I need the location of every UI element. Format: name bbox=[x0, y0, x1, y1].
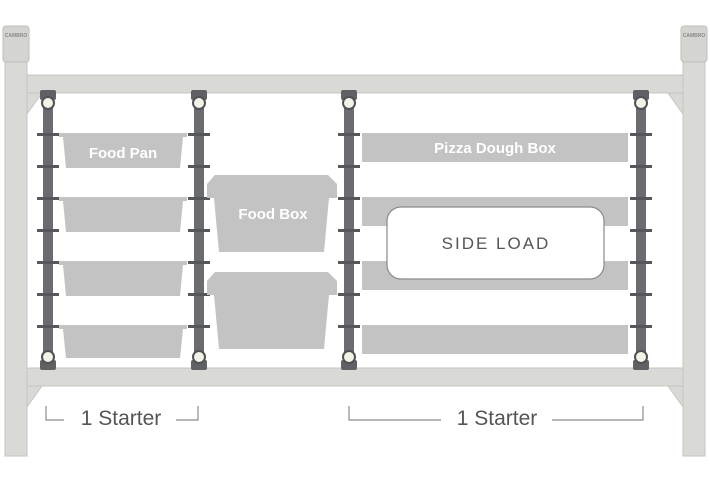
right-post bbox=[682, 59, 706, 457]
rail-3 bbox=[338, 90, 360, 370]
starter-left-label: 1 Starter bbox=[81, 407, 162, 430]
food-box-1 bbox=[207, 175, 337, 252]
food-box-column bbox=[207, 175, 337, 349]
gusset-top-right bbox=[667, 92, 684, 116]
rail-2-top-bolt bbox=[192, 96, 206, 110]
food-pan-label: Food Pan bbox=[89, 145, 157, 162]
left-post bbox=[4, 59, 28, 457]
food-box-2 bbox=[207, 272, 337, 349]
brand-logo-right: CAMBRO bbox=[683, 33, 706, 39]
rail-3-top-bolt bbox=[342, 96, 356, 110]
food-pan-4-body bbox=[63, 329, 183, 358]
side-load-callout bbox=[386, 206, 605, 280]
food-box-label: Food Box bbox=[238, 206, 308, 223]
brand-logo-left: CAMBRO bbox=[5, 33, 28, 39]
rail-4 bbox=[630, 90, 652, 370]
food-pan-2 bbox=[59, 197, 187, 201]
rail-3-bottom-bolt bbox=[342, 350, 356, 364]
starter-bracket-right bbox=[348, 406, 644, 421]
food-pan-4 bbox=[59, 325, 187, 329]
left-post-cap bbox=[2, 25, 30, 63]
rail-4-bottom-bolt bbox=[634, 350, 648, 364]
side-load-label: SIDE LOAD bbox=[442, 234, 551, 253]
gusset-top-left bbox=[26, 92, 43, 116]
food-pan-column bbox=[59, 133, 187, 358]
pizza-dough-box-label: Pizza Dough Box bbox=[434, 140, 556, 157]
rail-1-top-bolt bbox=[41, 96, 55, 110]
rail-2-bottom-bolt bbox=[192, 350, 206, 364]
rail-1 bbox=[37, 90, 59, 370]
starter-bracket-left bbox=[45, 406, 199, 421]
pizza-dough-box-4 bbox=[362, 325, 628, 354]
rail-4-top-bolt bbox=[634, 96, 648, 110]
food-pan-3 bbox=[59, 261, 187, 265]
food-pan-1 bbox=[59, 133, 187, 137]
gusset-bottom-left bbox=[26, 385, 43, 409]
food-pan-2-body bbox=[63, 201, 183, 232]
rail-2 bbox=[188, 90, 210, 370]
food-pan-3-body bbox=[63, 265, 183, 296]
food-pan-1-body bbox=[63, 137, 183, 168]
right-post-cap bbox=[680, 25, 708, 63]
starter-right-label: 1 Starter bbox=[457, 407, 538, 430]
frame: CAMBRO CAMBRO bbox=[2, 25, 708, 457]
rail-1-bottom-bolt bbox=[41, 350, 55, 364]
pizza-dough-box-1 bbox=[362, 133, 628, 162]
bottom-beam bbox=[26, 367, 684, 387]
gusset-bottom-right bbox=[667, 385, 684, 409]
